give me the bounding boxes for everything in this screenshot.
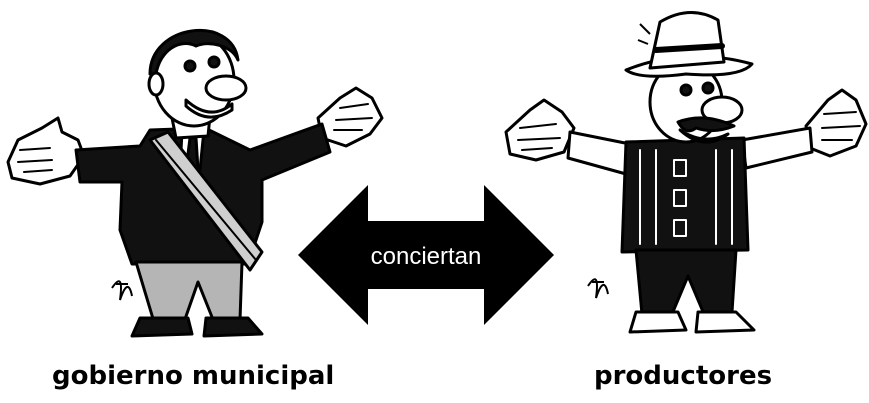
official-nose [204, 74, 248, 102]
producer-mustache [676, 116, 736, 133]
producer-left-foot [628, 310, 688, 334]
double-arrow-shape [298, 185, 554, 325]
producer-pants [634, 248, 738, 316]
caption-productores: productores [594, 361, 773, 391]
official-left-hand [6, 116, 86, 186]
official-left-shoe [130, 316, 194, 338]
double-arrow: conciertan [298, 185, 554, 325]
municipal-official-illustration [6, 28, 384, 338]
producer-illustration [504, 10, 868, 334]
arrow-label: conciertan [371, 243, 482, 270]
producer-hat-crown [648, 10, 726, 70]
official-right-shoe [202, 316, 264, 338]
official-hair [148, 28, 240, 76]
caption-gobierno-municipal: gobierno municipal [52, 361, 335, 391]
official-pants [134, 260, 244, 324]
official-signature [111, 280, 133, 301]
official-grin [184, 98, 234, 119]
producer-right-foot [694, 310, 756, 334]
producer-grin [678, 128, 730, 144]
official-right-hand [316, 86, 384, 148]
producer-left-hand [504, 98, 576, 162]
producer-right-hand [804, 88, 868, 158]
producer-signature [587, 278, 609, 299]
